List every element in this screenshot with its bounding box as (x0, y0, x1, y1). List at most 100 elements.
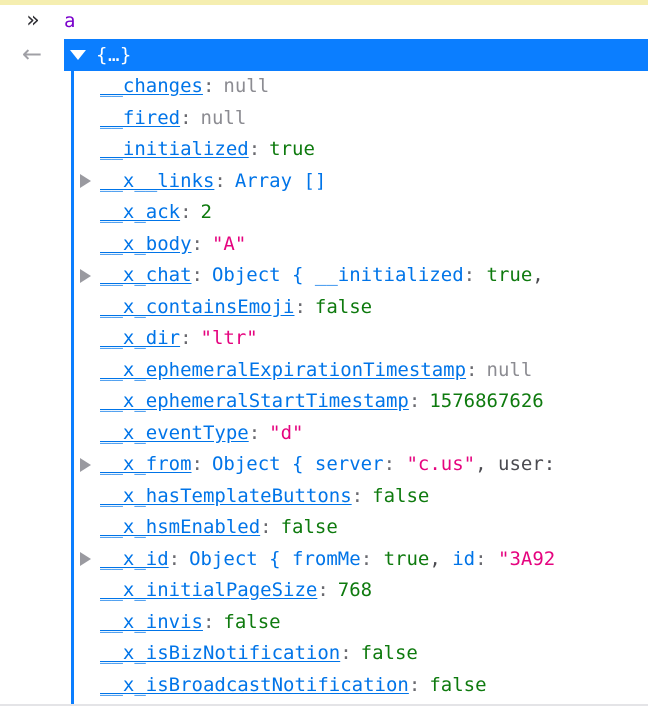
console-input-row[interactable]: » a (0, 5, 648, 39)
property-name: __x_initialPageSize (100, 579, 318, 601)
property-colon: : (408, 390, 421, 412)
console-output-row: ← {…} __changes:null__fired:null__initia… (0, 39, 648, 704)
double-chevron-right-icon: » (26, 8, 40, 33)
property-name: __x_isBroadcastNotification (100, 673, 409, 696)
top-accent-strip (0, 0, 648, 5)
input-gutter: » (0, 6, 64, 34)
property-name: __x__links (100, 169, 215, 192)
property-value: Array [] (234, 169, 327, 192)
property-row[interactable]: __x_ack:2 (64, 197, 648, 229)
property-row[interactable]: __x_from: Object { server: "c.us", user: (64, 449, 648, 481)
property-row[interactable]: __x_body: "A" (64, 229, 648, 261)
indent-guide-line (71, 71, 74, 704)
property-colon: : (191, 232, 203, 255)
property-row[interactable]: __x_eventType: "d" (64, 418, 648, 450)
property-colon: : (191, 453, 203, 475)
triangle-right-icon[interactable] (80, 268, 91, 283)
property-name: __x_body (100, 232, 192, 255)
property-colon: : (203, 701, 214, 704)
property-colon: : (180, 327, 192, 349)
property-colon: : (202, 75, 215, 97)
property-row[interactable]: __x_initialPageSize:768 (64, 575, 648, 607)
object-inspector-header[interactable]: {…} (64, 39, 648, 71)
triangle-right-icon[interactable] (80, 552, 91, 567)
object-inspector-header-label: {…} (96, 44, 132, 66)
property-colon: : (214, 169, 226, 192)
property-row[interactable]: __x_ephemeralStartTimestamp:1576867626 (64, 386, 648, 418)
property-value: 1576867626 (429, 390, 544, 412)
property-name: __x_ack (100, 201, 181, 223)
property-name: __x_ephemeralStartTimestamp (100, 390, 409, 412)
property-row[interactable]: __x_isBizNotification: false (64, 638, 648, 670)
property-row[interactable]: __x_id:Object { fromMe: true, id: "3A92 (64, 544, 648, 576)
property-value: false (314, 295, 373, 318)
twisty-slot[interactable] (80, 268, 98, 283)
property-colon: : (260, 516, 272, 538)
property-name: __x_containsEmoji (100, 295, 295, 318)
property-value: Object { __initialized: true, (211, 264, 544, 286)
property-colon: : (248, 138, 261, 160)
property-colon: : (317, 579, 329, 601)
property-name: __x_dir (100, 327, 181, 349)
twisty-slot[interactable] (80, 457, 98, 472)
property-value: null (200, 106, 247, 129)
property-name: __x_isBizNotification (100, 642, 341, 664)
property-value: false (360, 642, 418, 664)
property-value: false (223, 610, 281, 633)
property-value: 768 (337, 579, 373, 601)
property-colon: : (191, 264, 203, 286)
property-value: null (223, 75, 270, 97)
twisty-slot[interactable] (80, 174, 98, 189)
property-colon: : (202, 610, 215, 633)
property-name: __x_eventType (100, 421, 249, 444)
property-name: __initialized (100, 138, 249, 160)
property-name: __x_ephemeralExpirationTimestamp (100, 358, 467, 381)
property-colon: : (180, 106, 192, 129)
output-gutter: ← (0, 39, 64, 67)
property-value: false (429, 673, 487, 696)
property-colon: : (351, 484, 364, 507)
property-colon: : (248, 421, 261, 444)
triangle-down-icon[interactable] (70, 50, 86, 60)
property-name: __x_from (100, 453, 192, 475)
property-name: __x_invis (100, 610, 203, 633)
property-row[interactable]: __x_containsEmoji:false (64, 292, 648, 324)
console-input-expression: a (64, 10, 76, 32)
property-row[interactable]: __initialized: true (64, 134, 648, 166)
property-row[interactable]: __x_chat: Object { __initialized: true, (64, 260, 648, 292)
property-row[interactable]: __x_ephemeralExpirationTimestamp: null (64, 355, 648, 387)
property-row[interactable]: __x_hasTemplateButtons: false (64, 481, 648, 513)
property-row[interactable]: __x__links: Array [] (64, 166, 648, 198)
triangle-right-icon[interactable] (80, 457, 91, 472)
property-row[interactable]: __x_hsmEnabled: false (64, 512, 648, 544)
property-row[interactable]: __changes: null (64, 71, 648, 103)
console-output-panel: » a ← {…} __changes:null__fired:null__in… (0, 5, 648, 706)
property-value: "A" (211, 232, 247, 255)
property-row[interactable]: __fired: null (64, 103, 648, 135)
property-name: __x_isDoc (100, 701, 203, 704)
property-value: true (269, 138, 315, 160)
property-name: __x_hasTemplateButtons (100, 484, 352, 507)
property-row[interactable]: __x_isDoc:false (64, 701, 648, 704)
property-row[interactable]: __x_invis: false (64, 607, 648, 639)
property-name: __x_hsmEnabled (100, 516, 261, 538)
triangle-right-icon[interactable] (80, 174, 91, 189)
property-value: "d" (269, 421, 304, 444)
property-value: false (372, 484, 430, 507)
property-colon: : (340, 642, 352, 664)
twisty-slot[interactable] (80, 552, 98, 567)
property-row[interactable]: __x_isBroadcastNotification:false (64, 670, 648, 702)
property-colon: : (466, 358, 478, 381)
arrow-left-icon: ← (21, 40, 43, 68)
property-name: __x_chat (100, 264, 192, 286)
property-value: Object { server: "c.us", user: (211, 453, 556, 475)
property-row[interactable]: __x_dir:"ltr" (64, 323, 648, 355)
property-colon: : (180, 201, 192, 223)
property-value: Object { fromMe: true, id: "3A92 (189, 547, 556, 570)
property-name: __fired (100, 106, 181, 129)
property-value: false (214, 701, 280, 704)
property-value: null (486, 358, 533, 381)
property-value: false (280, 516, 338, 538)
property-name: __changes (100, 75, 203, 97)
object-property-list: __changes:null__fired:null__initialized:… (64, 71, 648, 704)
